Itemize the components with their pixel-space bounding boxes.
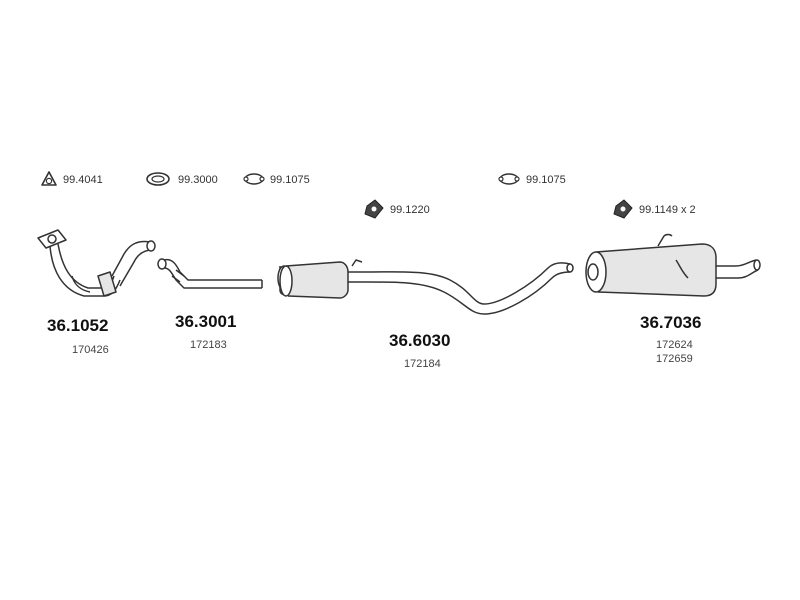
clamp-icon [243, 173, 265, 185]
reference-number: 172659 [656, 353, 693, 365]
reference-number: 170426 [72, 344, 109, 356]
part-number: 36.1052 [47, 316, 109, 335]
bracket-icon [364, 199, 384, 219]
rear-silencer-drawing [585, 233, 761, 297]
front-pipe-drawing [37, 229, 156, 297]
intermediate-pipe-drawing [157, 258, 263, 289]
triangle-gasket-icon [41, 171, 57, 186]
accessory-code: 99.1149 x 2 [639, 204, 696, 216]
accessory-code: 99.1075 [270, 174, 310, 186]
bracket-icon [613, 199, 633, 219]
accessory-code: 99.3000 [178, 174, 218, 186]
reference-number: 172184 [404, 358, 441, 370]
center-silencer-drawing [277, 259, 574, 315]
part-number: 36.3001 [175, 312, 237, 331]
ring-gasket-icon [146, 172, 170, 186]
accessory-code: 99.4041 [63, 174, 103, 186]
clamp-icon [498, 173, 520, 185]
part-number: 36.6030 [389, 331, 451, 350]
accessory-code: 99.1220 [390, 204, 430, 216]
reference-number: 172624 [656, 339, 693, 351]
part-number: 36.7036 [640, 313, 702, 332]
accessory-code: 99.1075 [526, 174, 566, 186]
reference-number: 172183 [190, 339, 227, 351]
